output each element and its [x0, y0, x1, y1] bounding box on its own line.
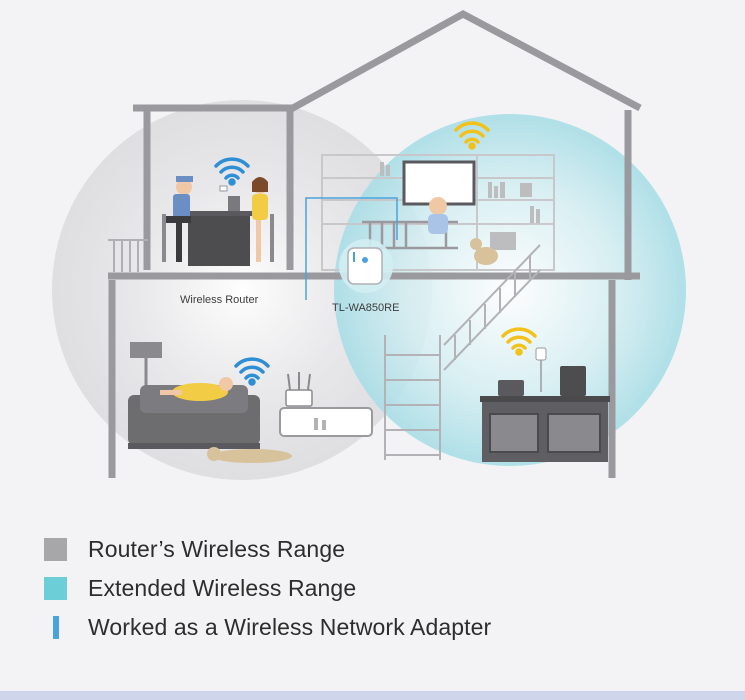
extender-callout: [305, 197, 398, 300]
extender-label: TL-WA850RE: [332, 302, 400, 314]
legend-label: Worked as a Wireless Network Adapter: [88, 614, 492, 640]
dog-downstairs: [207, 447, 292, 463]
shelf-books: [380, 162, 540, 250]
balcony-railing: [108, 239, 148, 272]
legend-item-adapter: Worked as a Wireless Network Adapter: [44, 608, 491, 647]
office-scene: [162, 176, 274, 266]
wifi-icon: [214, 157, 250, 186]
legend-swatch: [44, 577, 67, 600]
legend-label: Router’s Wireless Range: [88, 536, 346, 562]
wifi-icon: [501, 327, 537, 356]
dog-upstairs: [470, 238, 498, 265]
legend-swatch: [44, 538, 67, 561]
legend: Router’s Wireless Range Extended Wireles…: [44, 530, 491, 647]
kitchen-scene: [480, 347, 610, 462]
bottom-divider: [0, 691, 745, 700]
wifi-icon: [234, 357, 270, 386]
legend-item-router-range: Router’s Wireless Range: [44, 530, 491, 569]
legend-label: Extended Wireless Range: [88, 575, 357, 601]
baby: [428, 197, 448, 234]
tv: [402, 160, 476, 206]
legend-item-extended-range: Extended Wireless Range: [44, 569, 491, 608]
living-room-scene: [128, 342, 373, 449]
staircase: [384, 244, 541, 460]
legend-swatch: [53, 616, 59, 639]
extender-icon: [339, 239, 393, 293]
wifi-icon: [454, 121, 490, 150]
router-icon: [285, 372, 313, 407]
router-label: Wireless Router: [180, 294, 259, 306]
home-network-diagram: [52, 10, 686, 480]
